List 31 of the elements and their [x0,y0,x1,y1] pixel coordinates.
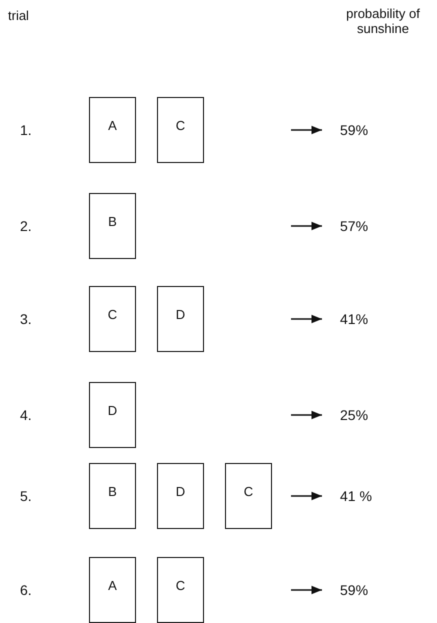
probability-value: 59% [340,122,368,138]
column-header: probability of sunshine [345,6,421,36]
arrow [291,492,322,500]
arrow [291,410,322,420]
card: A [89,97,136,163]
probability-value: 41% [340,311,368,327]
trial-number: 5. [20,488,32,504]
card: C [225,463,272,529]
trial-number: 4. [20,407,32,423]
card: C [157,97,204,163]
arrow [291,314,322,324]
probability-value: 41 % [340,488,372,504]
card: C [89,286,136,352]
card: B [89,193,136,259]
probability-value: 59% [340,582,368,598]
trial-number: 2. [20,218,32,234]
card: B [89,463,136,529]
card: D [89,382,136,448]
trial-number: 1. [20,122,32,138]
probability-value: 57% [340,218,368,234]
card: D [157,286,204,352]
probability-value: 25% [340,407,368,423]
card: C [157,557,204,623]
column-header: trial [8,8,29,23]
card: A [89,557,136,623]
trial-number: 6. [20,582,32,598]
arrow [291,586,322,594]
arrow [291,126,322,134]
card: D [157,463,204,529]
arrow [291,222,322,230]
trial-number: 3. [20,311,32,327]
